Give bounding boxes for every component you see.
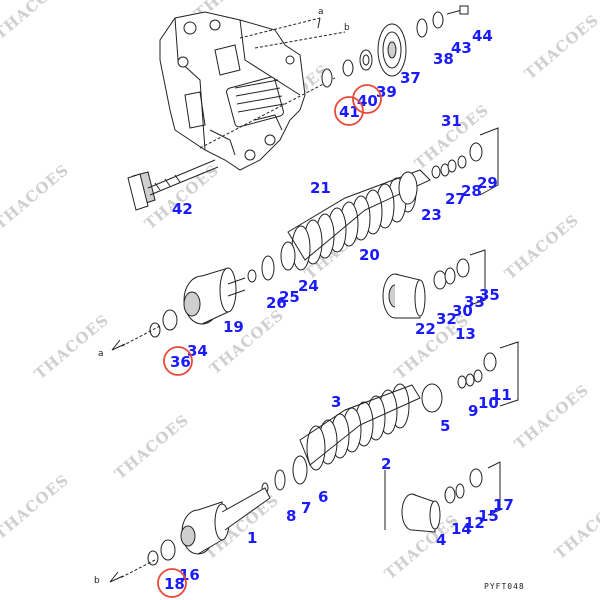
highlight-circle-40 bbox=[352, 84, 382, 114]
callout-33: 33 bbox=[464, 293, 485, 311]
lower-shaft-assembly: b bbox=[94, 487, 271, 586]
upper-clutch-pack bbox=[247, 169, 431, 283]
lower-right-parts bbox=[384, 341, 519, 533]
callout-22: 22 bbox=[415, 320, 436, 338]
callout-1: 1 bbox=[247, 529, 257, 547]
callout-17: 17 bbox=[493, 496, 514, 514]
arrow-label-a-mid: a bbox=[98, 349, 104, 359]
callout-18: 18 bbox=[164, 575, 185, 593]
top-gear-assembly bbox=[321, 5, 469, 88]
output-flange bbox=[127, 159, 219, 211]
highlight-circle-18 bbox=[157, 568, 187, 598]
callout-27: 27 bbox=[445, 190, 466, 208]
callout-41: 41 bbox=[339, 103, 360, 121]
watermark: THACOES bbox=[511, 381, 592, 453]
watermark: THACOES bbox=[501, 211, 582, 283]
watermark: THACOES bbox=[0, 161, 72, 233]
callout-3: 3 bbox=[331, 393, 341, 411]
leader-lines-top: a b bbox=[199, 7, 350, 149]
callout-23: 23 bbox=[421, 206, 442, 224]
figure-code: PYFT048 bbox=[484, 582, 525, 591]
arrow-label-b-top: b bbox=[344, 23, 350, 33]
watermark: THACOES bbox=[111, 411, 192, 483]
callout-36: 36 bbox=[170, 353, 191, 371]
lower-clutch-pack bbox=[261, 383, 443, 494]
callout-2: 2 bbox=[381, 455, 391, 473]
callout-12: 12 bbox=[464, 514, 485, 532]
callout-44: 44 bbox=[472, 27, 493, 45]
callout-13: 13 bbox=[455, 325, 476, 343]
callout-43: 43 bbox=[451, 39, 472, 57]
callout-37: 37 bbox=[400, 69, 421, 87]
upper-right-parts bbox=[382, 127, 499, 319]
callout-32: 32 bbox=[436, 310, 457, 328]
callout-8: 8 bbox=[286, 507, 296, 525]
callout-21: 21 bbox=[310, 179, 331, 197]
callout-40: 40 bbox=[357, 92, 378, 110]
callout-29: 29 bbox=[477, 174, 498, 192]
watermark: THACOES bbox=[521, 11, 600, 83]
callout-9: 9 bbox=[468, 402, 478, 420]
callout-6: 6 bbox=[318, 488, 328, 506]
callout-31: 31 bbox=[441, 112, 462, 130]
callout-15: 15 bbox=[478, 507, 499, 525]
watermark: THACOES bbox=[31, 311, 112, 383]
callout-labels: 44 43 38 37 39 40 41 31 29 28 27 23 42 2… bbox=[164, 27, 514, 593]
callout-7: 7 bbox=[301, 499, 311, 517]
callout-26: 26 bbox=[266, 294, 287, 312]
callout-30: 30 bbox=[452, 302, 473, 320]
callout-5: 5 bbox=[440, 417, 450, 435]
callout-28: 28 bbox=[461, 182, 482, 200]
callout-11: 11 bbox=[491, 386, 512, 404]
arrow-label-a-top: a bbox=[318, 7, 324, 17]
watermark: THACOES bbox=[0, 0, 72, 43]
watermark: THACOES bbox=[0, 471, 72, 543]
upper-shaft-assembly: a bbox=[98, 267, 246, 359]
callout-34: 34 bbox=[187, 342, 208, 360]
callout-19: 19 bbox=[223, 318, 244, 336]
callout-35: 35 bbox=[479, 286, 500, 304]
highlight-circle-41 bbox=[334, 96, 364, 126]
highlight-circles bbox=[157, 84, 382, 598]
callout-24: 24 bbox=[298, 277, 319, 295]
callout-25: 25 bbox=[279, 288, 300, 306]
callout-4: 4 bbox=[436, 531, 446, 549]
highlight-circle-36 bbox=[163, 346, 193, 376]
callout-38: 38 bbox=[433, 50, 454, 68]
callout-16: 16 bbox=[179, 566, 200, 584]
arrow-label-b-bottom: b bbox=[94, 576, 100, 586]
watermark: THACOES bbox=[551, 491, 600, 563]
callout-10: 10 bbox=[478, 394, 499, 412]
callout-20: 20 bbox=[359, 246, 380, 264]
transmission-housing bbox=[159, 11, 306, 171]
callout-42: 42 bbox=[172, 200, 193, 218]
callout-14: 14 bbox=[451, 520, 472, 538]
